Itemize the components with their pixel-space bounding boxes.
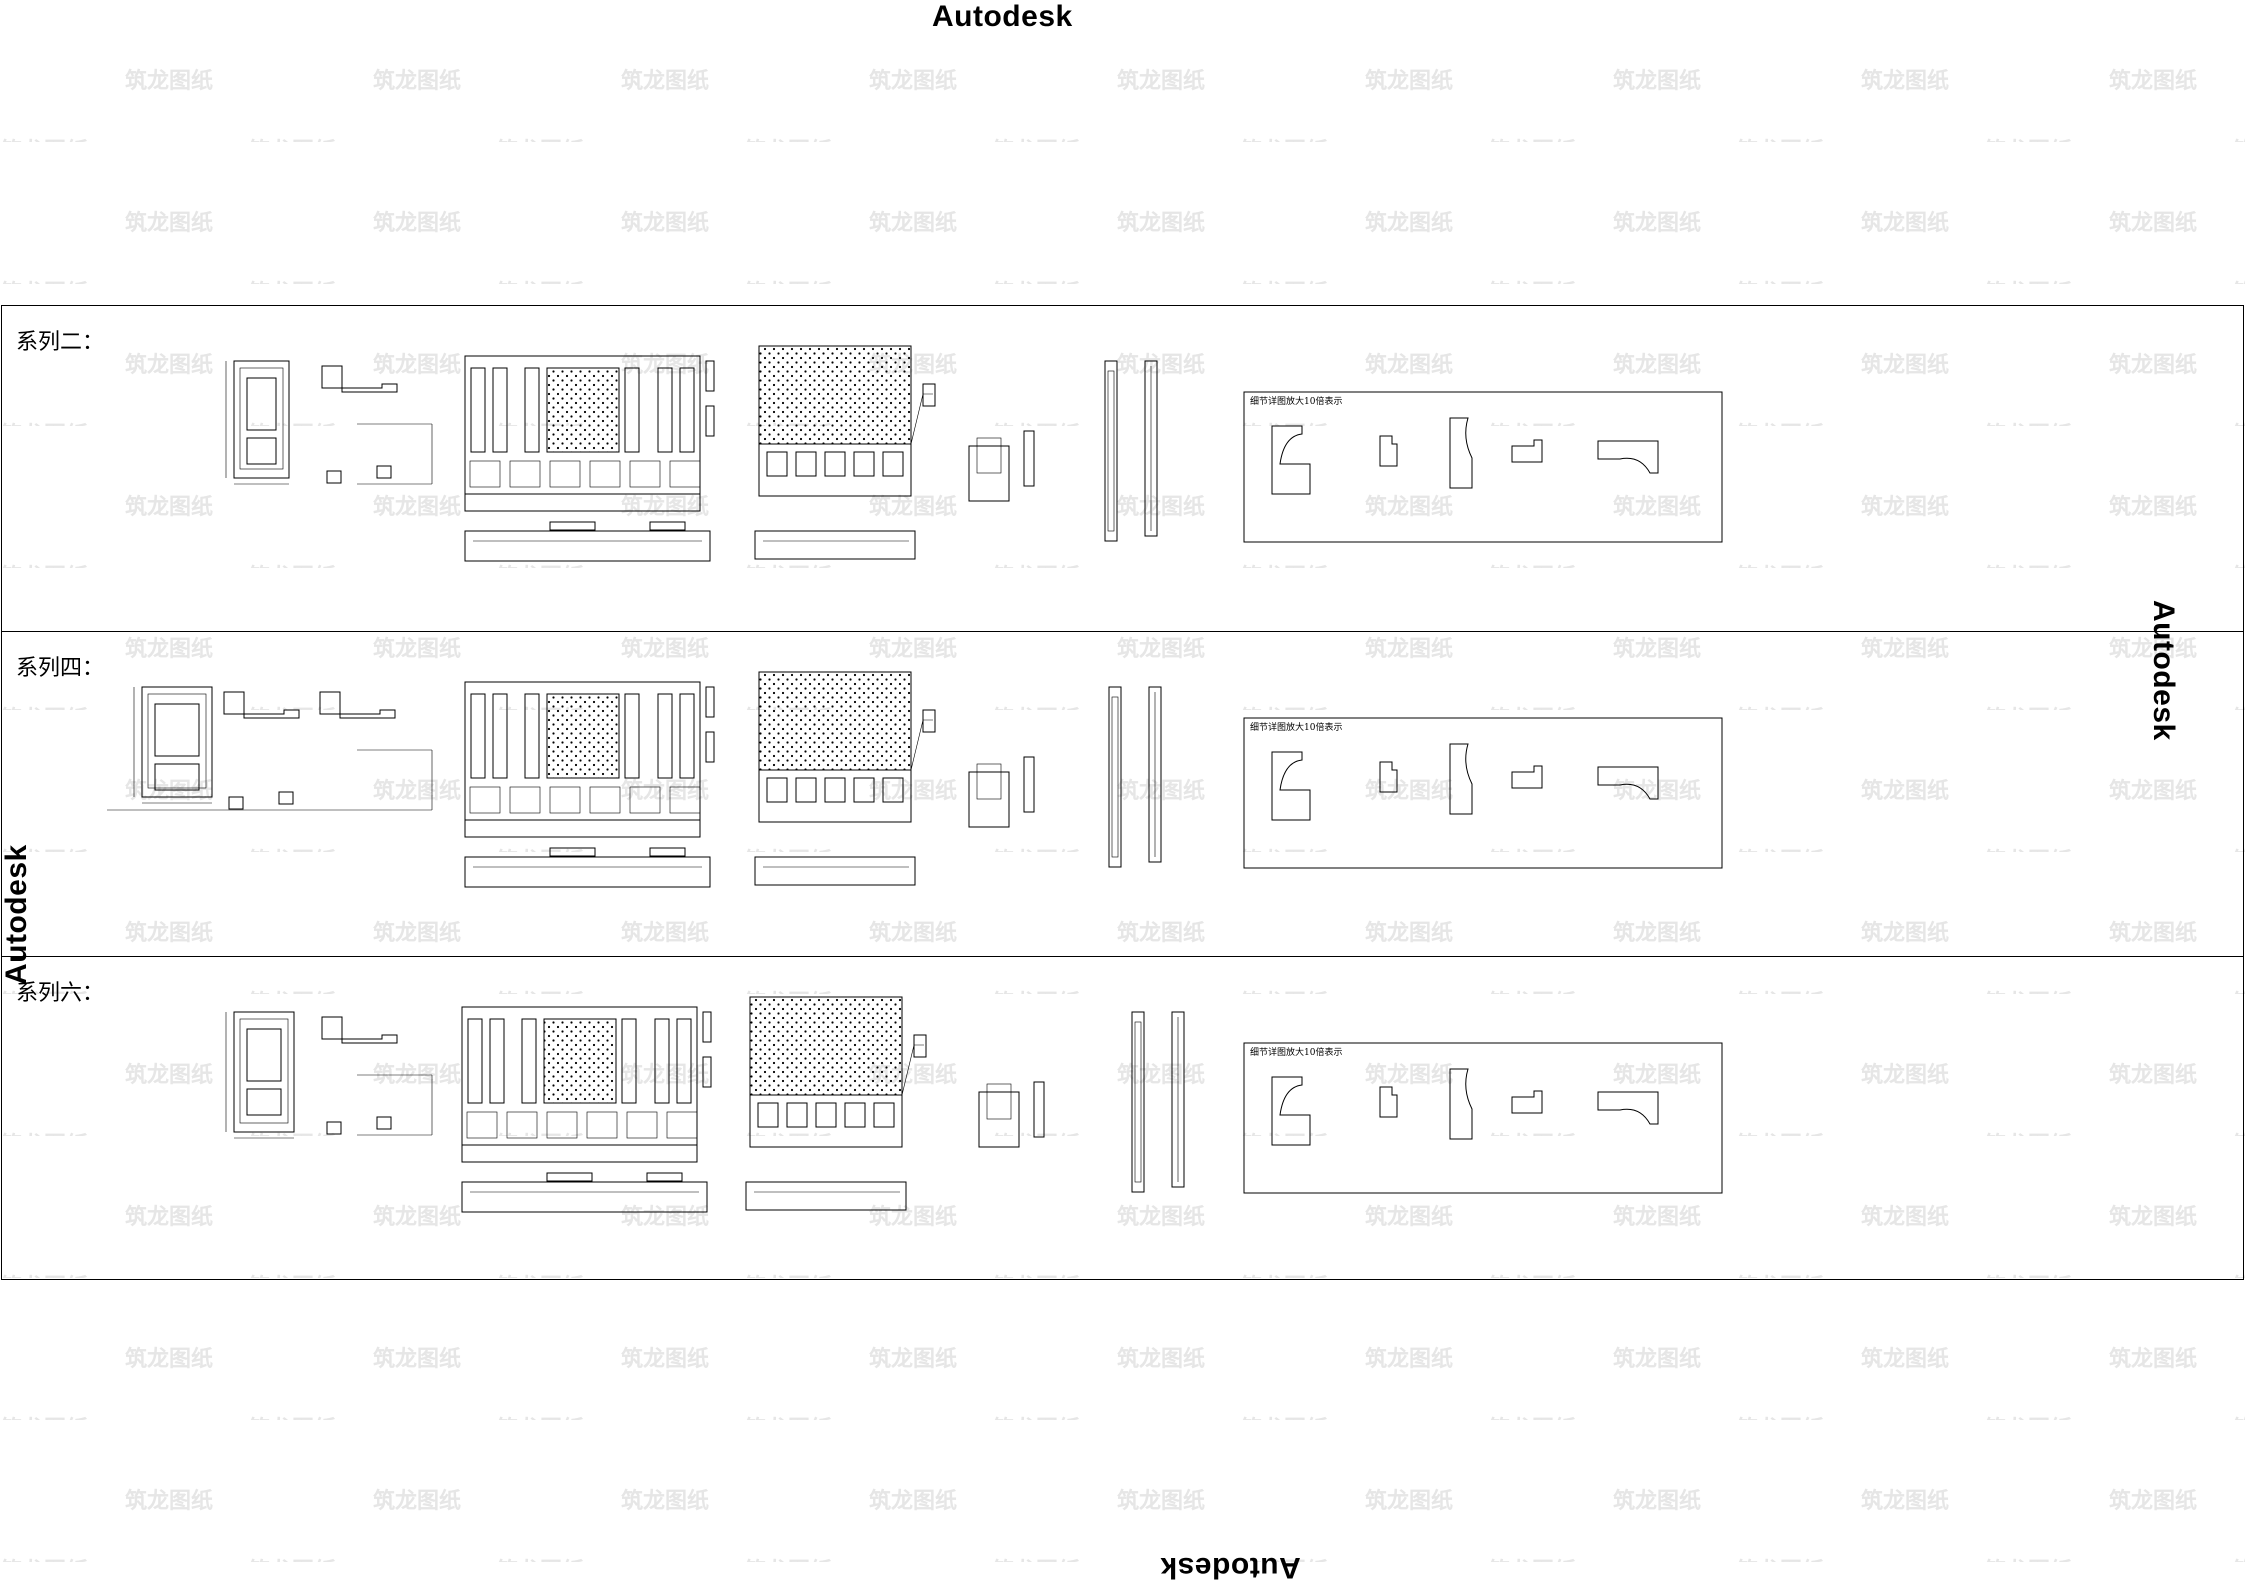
patterned-panel — [543, 1018, 617, 1104]
frame-and-column-sections — [968, 686, 1162, 868]
detail-box-title: 细节详图放大10倍表示 — [1250, 721, 1342, 733]
dotted-wall-elevation — [754, 345, 936, 560]
detail-profile — [1271, 1076, 1311, 1146]
series-row-6: 系列六： 细节详图放大10倍表示 — [2, 956, 2243, 1281]
autodesk-stamp-top: Autodesk — [932, 0, 1073, 33]
detail-profile — [1449, 743, 1473, 815]
detail-profile — [1449, 1068, 1473, 1140]
series-label: 系列二： — [16, 330, 105, 355]
frame-and-column-sections — [968, 360, 1158, 542]
dotted-wall-elevation — [754, 671, 936, 886]
door-section-details — [321, 365, 433, 485]
wall-panel-plan — [461, 1172, 708, 1213]
wall-panel-plan — [464, 521, 711, 562]
series-drawings: 细节详图放大10倍表示 — [225, 996, 1723, 1213]
door-elevation — [133, 686, 213, 804]
autodesk-stamp-bottom: Autodesk — [1160, 1551, 1301, 1584]
dotted-wall-elevation — [745, 996, 927, 1211]
patterned-panel — [546, 693, 620, 779]
wall-panel-elevation — [464, 681, 715, 838]
wall-panel-elevation — [464, 355, 715, 512]
detail-profile — [1271, 425, 1311, 495]
autodesk-stamp-left: Autodesk — [0, 844, 33, 985]
door-elevation — [225, 1011, 295, 1139]
detail-enlargement-box: 细节详图放大10倍表示 — [1243, 717, 1723, 869]
detail-profile — [1449, 417, 1473, 489]
detail-profile — [1379, 435, 1398, 467]
wall-panel-elevation — [461, 1006, 712, 1163]
series-drawings: 细节详图放大10倍表示 — [107, 671, 1723, 888]
series-row-2: 系列二： 细节详图放大10倍表示 — [2, 306, 2243, 631]
detail-enlargement-box: 细节详图放大10倍表示 — [1243, 391, 1723, 543]
door-section-details — [107, 691, 433, 811]
detail-profile — [1511, 439, 1543, 463]
detail-enlargement-box: 细节详图放大10倍表示 — [1243, 1042, 1723, 1194]
detail-profile — [1511, 765, 1543, 789]
door-section-details — [321, 1016, 433, 1136]
wall-panel-plan — [464, 847, 711, 888]
frame-and-column-sections — [978, 1011, 1185, 1193]
detail-box-title: 细节详图放大10倍表示 — [1250, 1046, 1342, 1058]
detail-profile — [1379, 1086, 1398, 1118]
drawing-sheet: 系列二： 细节详图放大10倍表示 系列四： 细节详图放大10倍表示 系列六： 细… — [1, 305, 2244, 1280]
series-label: 系列四： — [16, 656, 105, 681]
detail-box-title: 细节详图放大10倍表示 — [1250, 395, 1342, 407]
detail-profile — [1597, 766, 1659, 800]
detail-profile — [1597, 1091, 1659, 1125]
door-elevation — [225, 360, 290, 485]
detail-profile — [1511, 1090, 1543, 1114]
series-drawings: 细节详图放大10倍表示 — [225, 345, 1723, 562]
detail-profile — [1379, 761, 1398, 793]
series-row-4: 系列四： 细节详图放大10倍表示 — [2, 631, 2243, 956]
patterned-panel — [546, 367, 620, 453]
series-label: 系列六： — [16, 981, 105, 1006]
detail-profile — [1271, 751, 1311, 821]
detail-profile — [1597, 440, 1659, 474]
